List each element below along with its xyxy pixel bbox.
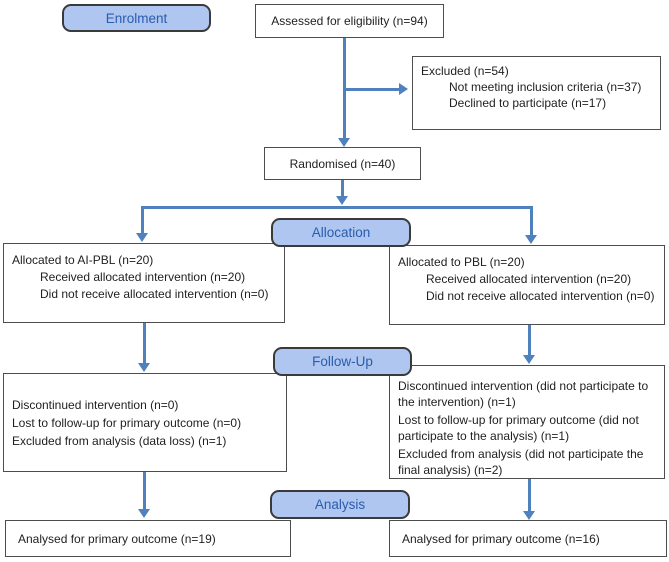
- alloc-left-item: Did not receive allocated intervention (…: [40, 287, 269, 301]
- box-followup-ai-pbl: Discontinued intervention (n=0) Lost to …: [3, 373, 287, 472]
- excluded-item: Not meeting inclusion criteria (n=37): [449, 80, 642, 94]
- arrow-randomised-to-branch-head: [336, 196, 348, 205]
- excluded-item: Declined to participate (n=17): [449, 96, 607, 110]
- excluded-title: Excluded (n=54): [421, 64, 509, 78]
- box-followup-pbl: Discontinued intervention (did not parti…: [389, 365, 665, 479]
- alloc-left-title: Allocated to AI-PBL (n=20): [12, 253, 154, 267]
- arrow-alloc-left-to-followup-shaft: [143, 323, 146, 363]
- arrow-followup-left-to-analysis-shaft: [143, 472, 146, 509]
- box-randomised: Randomised (n=40): [264, 147, 421, 180]
- arrow-followup-right-to-analysis-shaft: [528, 479, 531, 511]
- followup-left-item: Lost to follow-up for primary outcome (n…: [12, 415, 242, 430]
- arrow-branch-right-head: [525, 235, 537, 244]
- arrow-alloc-right-to-followup-shaft: [528, 325, 531, 355]
- arrow-to-excluded-head: [399, 83, 408, 95]
- arrow-branch-left-shaft: [141, 206, 144, 233]
- box-allocated-pbl: Allocated to PBL (n=20) Received allocat…: [389, 245, 665, 325]
- followup-left-item: Excluded from analysis (data loss) (n=1): [12, 433, 227, 448]
- arrow-to-excluded-shaft: [346, 88, 399, 91]
- stage-badge-analysis: Analysis: [270, 490, 410, 519]
- alloc-left-item: Received allocated intervention (n=20): [40, 270, 246, 284]
- alloc-right-item: Did not receive allocated intervention (…: [426, 289, 655, 303]
- branch-line: [141, 206, 533, 209]
- followup-right-item: Discontinued intervention (did not parti…: [398, 379, 649, 409]
- alloc-right-title: Allocated to PBL (n=20): [398, 255, 525, 269]
- box-analysed-ai-pbl: Analysed for primary outcome (n=19): [5, 520, 291, 557]
- stage-badge-allocation: Allocation: [271, 218, 411, 247]
- box-excluded: Excluded (n=54) Not meeting inclusion cr…: [412, 56, 661, 130]
- followup-right-item: Lost to follow-up for primary outcome (d…: [398, 413, 639, 443]
- arrow-assessed-to-randomised-head: [338, 138, 350, 147]
- arrow-branch-right-shaft: [530, 206, 533, 235]
- arrow-followup-left-to-analysis-head: [138, 509, 150, 518]
- arrow-followup-right-to-analysis-head: [523, 511, 535, 520]
- box-assessed-eligibility: Assessed for eligibility (n=94): [255, 4, 444, 38]
- stage-badge-followup: Follow-Up: [273, 347, 412, 376]
- arrow-alloc-right-to-followup-head: [523, 355, 535, 364]
- box-allocated-ai-pbl: Allocated to AI-PBL (n=20) Received allo…: [3, 243, 285, 323]
- followup-right-item: Excluded from analysis (did not particip…: [398, 447, 644, 477]
- box-analysed-pbl: Analysed for primary outcome (n=16): [389, 520, 667, 557]
- arrow-branch-left-head: [136, 233, 148, 242]
- followup-left-item: Discontinued intervention (n=0): [12, 397, 179, 412]
- arrow-randomised-to-branch-shaft: [341, 180, 344, 196]
- alloc-right-item: Received allocated intervention (n=20): [426, 272, 632, 286]
- arrow-alloc-left-to-followup-head: [138, 363, 150, 372]
- arrow-assessed-to-randomised-shaft: [343, 38, 346, 138]
- stage-badge-enrolment: Enrolment: [62, 4, 211, 32]
